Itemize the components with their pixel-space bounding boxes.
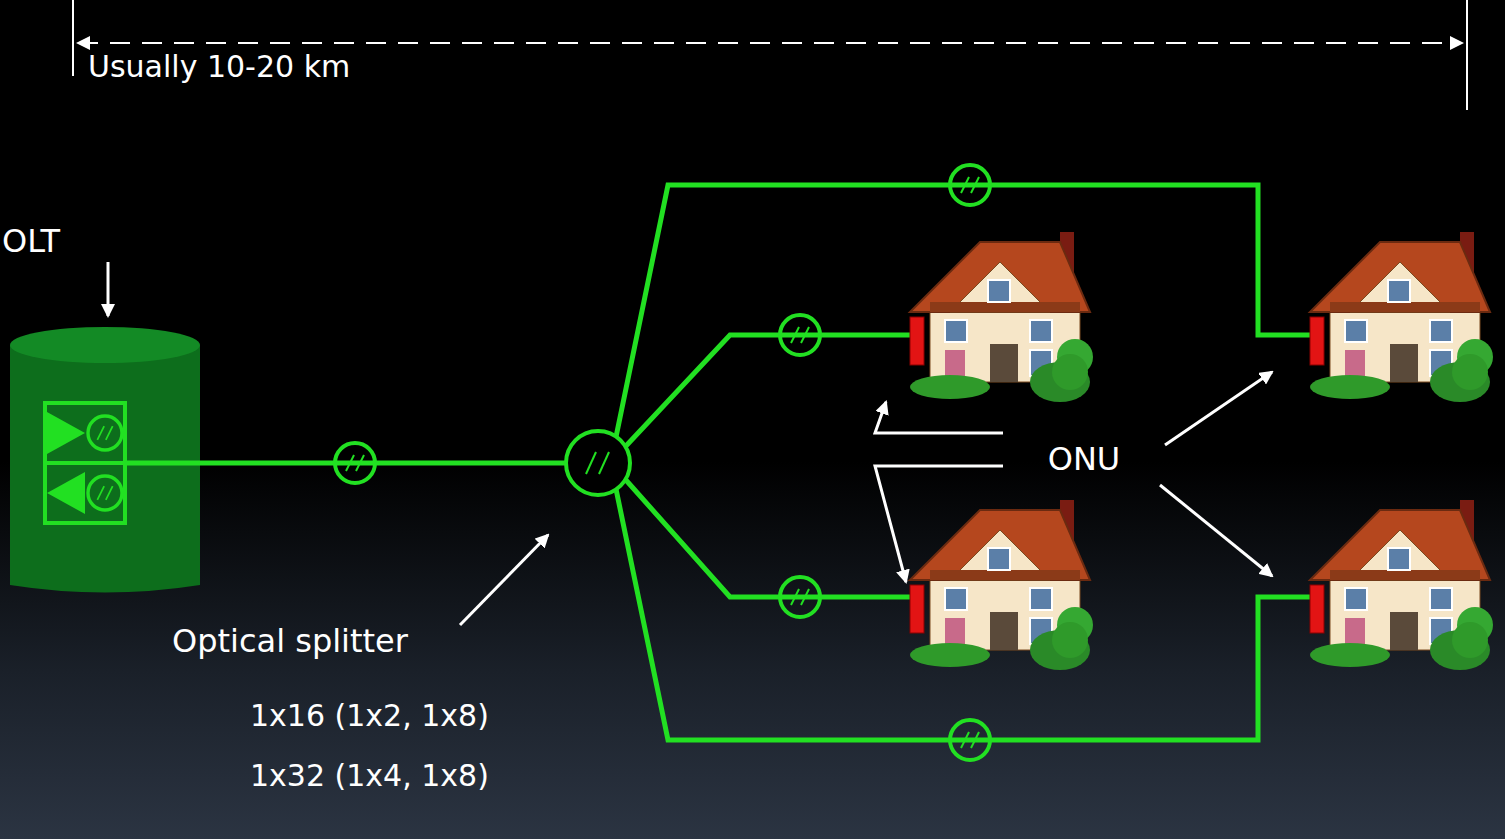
distance-marker xyxy=(73,0,1467,110)
olt-cylinder xyxy=(10,327,200,593)
fibre-lines xyxy=(125,185,1312,740)
olt-label: OLT xyxy=(2,222,60,260)
split-ratio: 1x32 (1x4, 1x8) xyxy=(250,758,489,794)
olt-pointer xyxy=(107,262,110,316)
onu-pointers xyxy=(875,372,1272,582)
house-onu xyxy=(1310,500,1493,670)
distance-label: Usually 10-20 km xyxy=(88,49,350,85)
fibre-cuts xyxy=(335,165,990,760)
splitter-pointer xyxy=(460,535,548,625)
house-onu xyxy=(1310,232,1493,402)
onu-label: ONU xyxy=(1048,440,1121,478)
splitter-label: Optical splitter xyxy=(172,622,408,660)
optical-splitter xyxy=(566,431,630,495)
split-ratio: 1x16 (1x2, 1x8) xyxy=(250,698,489,734)
house-onu xyxy=(910,232,1093,402)
house-onu xyxy=(910,500,1093,670)
